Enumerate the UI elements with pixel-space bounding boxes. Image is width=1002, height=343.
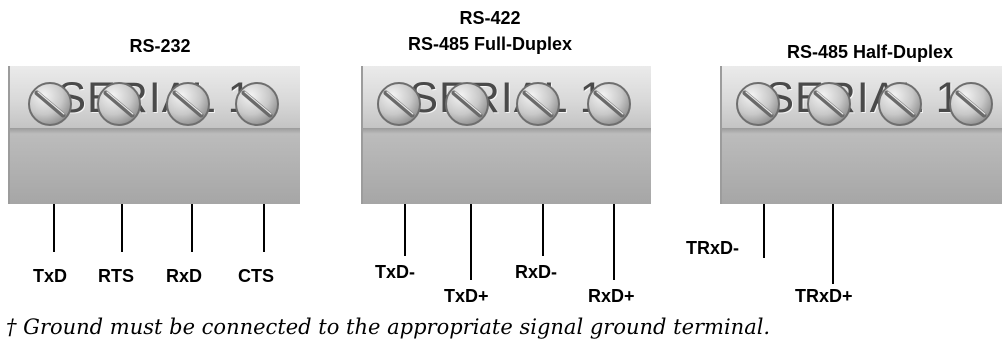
terminal-label: SERIAL 1 bbox=[57, 74, 253, 122]
screw-terminal-icon bbox=[515, 81, 561, 127]
pin-wire bbox=[832, 204, 834, 284]
pin-wire bbox=[53, 204, 55, 252]
terminal-base bbox=[363, 134, 651, 204]
connector-title-rs485-half: RS-485 Half-Duplex bbox=[786, 42, 954, 62]
terminal-label: SERIAL 1 bbox=[409, 74, 605, 122]
pin-label-rts: RTS bbox=[98, 266, 134, 286]
connector-title-rs485-full: RS-485 Full-Duplex bbox=[407, 34, 573, 54]
pin-wire bbox=[263, 204, 265, 252]
screw-terminal-icon bbox=[165, 81, 211, 127]
terminal-base bbox=[722, 134, 1002, 204]
pin-wire bbox=[191, 204, 193, 252]
screw-terminal-icon bbox=[806, 81, 852, 127]
screw-terminal-icon bbox=[877, 81, 923, 127]
screw-terminal-icon bbox=[444, 81, 490, 127]
screw-terminal-icon bbox=[96, 81, 142, 127]
pin-label-txd-minus: TxD- bbox=[375, 262, 415, 282]
screw-terminal-icon bbox=[234, 81, 280, 127]
pin-wire bbox=[404, 204, 406, 256]
connector-title-rs232: RS-232 bbox=[129, 36, 191, 56]
pin-wire bbox=[542, 204, 544, 256]
pin-label-rxd-minus: RxD- bbox=[515, 262, 558, 282]
pin-wire bbox=[121, 204, 123, 252]
terminal-label: SERIAL 1 bbox=[765, 74, 961, 122]
pin-label-txd-plus: TxD+ bbox=[444, 286, 489, 306]
screw-terminal-icon bbox=[376, 81, 422, 127]
screw-terminal-icon bbox=[586, 81, 632, 127]
screw-terminal-icon bbox=[735, 81, 781, 127]
pin-label-rxd: RxD bbox=[166, 266, 203, 286]
footnote: † Ground must be connected to the approp… bbox=[6, 315, 771, 339]
pin-wire bbox=[613, 204, 615, 280]
connector-title-rs422: RS-422 bbox=[459, 8, 521, 28]
terminal-divider bbox=[722, 128, 1002, 134]
pin-label-cts: CTS bbox=[238, 266, 274, 286]
pin-label-txd: TxD bbox=[33, 266, 68, 286]
terminal-base bbox=[10, 134, 300, 204]
screw-terminal-icon bbox=[948, 81, 994, 127]
pin-label-rxd-plus: RxD+ bbox=[588, 286, 635, 306]
terminal-divider bbox=[10, 128, 300, 134]
pin-wire bbox=[763, 204, 765, 258]
terminal-divider bbox=[363, 128, 651, 134]
screw-terminal-icon bbox=[27, 81, 73, 127]
pin-label-trxd-plus: TRxD+ bbox=[795, 286, 853, 306]
pin-wire bbox=[470, 204, 472, 280]
pin-label-trxd-minus: TRxD- bbox=[686, 238, 739, 258]
